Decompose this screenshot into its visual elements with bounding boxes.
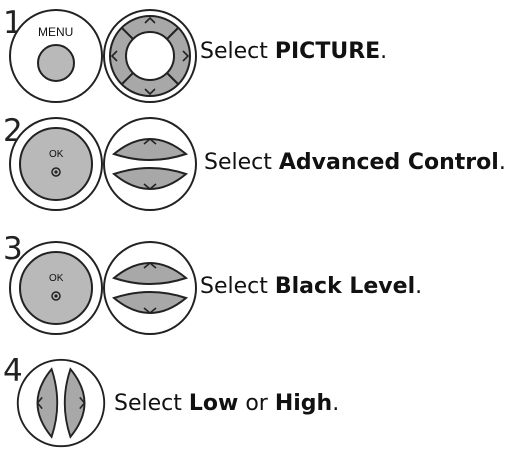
step-4: 4 Select Low or High.: [0, 354, 529, 451]
step-4-suffix: .: [332, 391, 340, 416]
step-2-suffix: .: [498, 150, 506, 175]
navigation-ring-icon: [103, 9, 197, 103]
step-3: 3 OK Select Black Level.: [0, 234, 529, 344]
step-1-suffix: .: [380, 39, 388, 64]
ok-button-icon: [9, 241, 103, 335]
step-4-middle: or: [238, 391, 275, 416]
step-1: 1 MENU Select PICTURE.: [0, 0, 529, 110]
step-2-strong: Advanced Control: [278, 150, 499, 175]
step-4-instruction: Select Low or High.: [114, 393, 339, 415]
up-down-arrows-icon: [103, 241, 197, 335]
ok-button-icon: [9, 117, 103, 211]
menu-button-label: MENU: [38, 25, 74, 39]
left-right-arrows-icon: [16, 358, 106, 448]
up-down-arrows-icon: [103, 117, 197, 211]
step-4-strong-high: High: [274, 391, 333, 416]
step-4-prefix: Select: [114, 391, 189, 416]
step-2: 2 OK Select Advanced Control.: [0, 110, 529, 220]
step-3-instruction: Select Black Level.: [200, 276, 422, 298]
step-number-3: 3: [3, 231, 23, 267]
step-1-prefix: Select: [200, 39, 275, 64]
step-3-suffix: .: [415, 274, 423, 299]
step-1-strong: PICTURE: [274, 39, 381, 64]
step-4-strong-low: Low: [188, 391, 239, 416]
step-3-strong: Black Level: [274, 274, 416, 299]
step-3-prefix: Select: [200, 274, 275, 299]
step-number-4: 4: [3, 353, 23, 389]
ok-button-label: OK: [49, 149, 64, 160]
menu-button-icon: [9, 9, 103, 103]
step-1-instruction: Select PICTURE.: [200, 41, 387, 63]
ok-button-label: OK: [49, 273, 64, 284]
step-2-instruction: Select Advanced Control.: [204, 152, 506, 174]
step-2-prefix: Select: [204, 150, 279, 175]
